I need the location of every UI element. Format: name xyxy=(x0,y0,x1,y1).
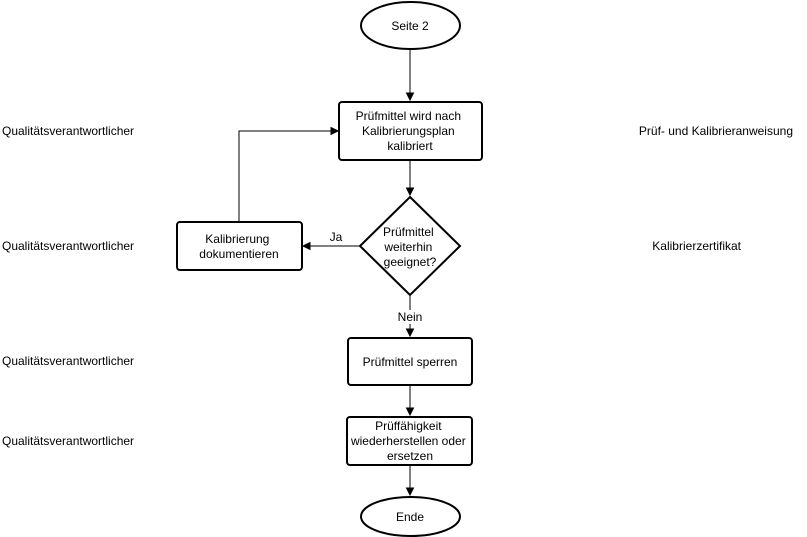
calibrate-process: Prüfmittel wird nach Kalibrierungsplan k… xyxy=(338,101,483,161)
document-label-line: dokumentieren xyxy=(199,247,278,261)
edge-restore-to-end xyxy=(405,466,415,497)
block-label: Prüfmittel sperren xyxy=(363,355,458,369)
decision-label-line: weiterhin xyxy=(383,240,432,254)
end-label: Ende xyxy=(396,510,424,524)
calibrate-label-line: Kalibrierungsplan xyxy=(362,124,455,138)
edge-label-yes: Ja xyxy=(330,230,343,244)
restore-label: Prüffähigkeit wiederherstellen oder erse… xyxy=(350,419,469,463)
calibrate-label-line: Prüfmittel wird nach xyxy=(356,109,461,123)
role-label-row4: Qualitätsverantwortlicher xyxy=(2,434,134,448)
role-label-row3: Qualitätsverantwortlicher xyxy=(2,354,134,368)
decision-label: Prüfmittel weiterhin geeignet? xyxy=(383,225,437,269)
document-label-line: Kalibrierung xyxy=(205,232,269,246)
document-label: Kalibrierung dokumentieren xyxy=(199,232,278,261)
start-label: Seite 2 xyxy=(391,19,429,33)
calibrate-label: Prüfmittel wird nach Kalibrierungsplan k… xyxy=(356,109,465,153)
decision-label-line: geeignet? xyxy=(384,255,437,269)
edge-start-to-calibrate xyxy=(405,49,415,102)
nodes: Seite 2 Prüfmittel wird nach Kalibrierun… xyxy=(176,1,483,537)
role-label-row1: Qualitätsverantwortlicher xyxy=(2,124,134,138)
decision-diamond: Prüfmittel weiterhin geeignet? xyxy=(358,195,462,297)
edge-document-to-calibrate xyxy=(238,126,340,221)
document-label-row1: Prüf- und Kalibrieranweisung xyxy=(639,124,793,138)
edge-decision-to-document xyxy=(301,241,360,251)
end-terminator: Ende xyxy=(360,496,461,537)
edges: Ja Nein xyxy=(238,49,424,497)
document-label-row2: Kalibrierzertifikat xyxy=(652,239,741,253)
restore-label-line: wiederherstellen oder xyxy=(350,434,466,448)
block-process: Prüfmittel sperren xyxy=(347,337,473,386)
start-terminator: Seite 2 xyxy=(360,1,461,50)
calibrate-label-line: kalibriert xyxy=(387,139,433,153)
restore-label-line: ersetzen xyxy=(387,449,433,463)
document-labels: Prüf- und Kalibrieranweisung Kalibrierze… xyxy=(639,124,793,253)
decision-label-line: Prüfmittel xyxy=(383,225,434,239)
document-process: Kalibrierung dokumentieren xyxy=(176,221,303,271)
edge-calibrate-to-decision xyxy=(405,161,415,197)
role-label-row2: Qualitätsverantwortlicher xyxy=(2,239,134,253)
edge-block-to-restore xyxy=(405,386,415,417)
restore-process: Prüffähigkeit wiederherstellen oder erse… xyxy=(346,416,473,466)
role-labels: Qualitätsverantwortlicher Qualitätsveran… xyxy=(2,124,134,448)
edge-label-no: Nein xyxy=(398,310,423,324)
restore-label-line: Prüffähigkeit xyxy=(375,419,442,433)
